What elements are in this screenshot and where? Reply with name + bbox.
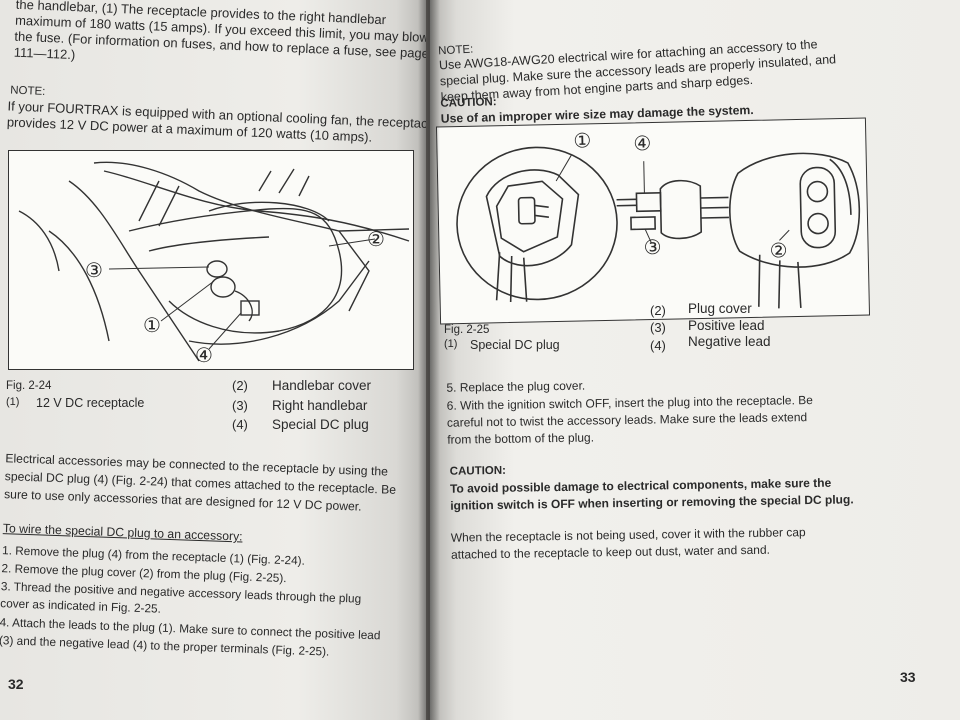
callout-2: ② [769,240,788,263]
legend-num-1: (1) [6,396,20,408]
handlebar-receptacle-illustration [18,161,410,362]
step-6-cont-2: from the bottom of the plug. [447,430,595,447]
callout-4: ④ [195,345,213,367]
legend-label-4: Special DC plug [272,417,369,432]
figure-2-24: ③ ① ② ④ [8,150,414,370]
callout-3: ③ [643,236,662,260]
legend-label-2: Handlebar cover [272,378,372,393]
legend-num-3: (3) [650,320,666,335]
legend-label-3: Positive lead [688,318,765,333]
legend-label-2: Plug cover [688,301,752,316]
callout-4: ④ [633,133,652,156]
legend-label-1: 12 V DC receptacle [36,396,145,410]
legend-label-4: Negative lead [688,334,771,349]
legend-num-2: (2) [232,378,248,393]
dc-plug-illustration [456,146,861,309]
callout-3: ③ [85,260,103,282]
legend-num-2: (2) [650,303,666,318]
procedure-title: To wire the special DC plug to an access… [2,521,243,544]
intro-line-4: 111—112.) [13,44,76,63]
left-page: the handlebar, (1) The receptacle provid… [0,0,426,720]
legend-label-1: Special DC plug [470,338,560,352]
figure-2-25: ① ④ ③ ② [435,117,871,325]
book-gutter [418,0,440,720]
legend-num-3: (3) [232,398,248,413]
page-number-left: 32 [8,676,24,692]
callout-1: ① [573,130,592,153]
caution-2-label: CAUTION: [449,464,507,478]
note-label: NOTE: [9,84,46,98]
callout-2: ② [367,229,385,251]
page-number-right: 33 [900,669,916,685]
right-page: NOTE: Use AWG18-AWG20 electrical wire fo… [430,0,960,720]
step-5: 5. Replace the plug cover. [446,378,586,395]
callout-1: ① [143,315,161,337]
legend-label-3: Right handlebar [272,398,368,413]
legend-num-4: (4) [232,417,248,432]
legend-num-1: (1) [444,338,458,350]
fig-2-25-caption: Fig. 2-25 [444,324,490,336]
legend-num-4: (4) [650,338,666,353]
fig-2-24-caption: Fig. 2-24 [6,380,52,392]
